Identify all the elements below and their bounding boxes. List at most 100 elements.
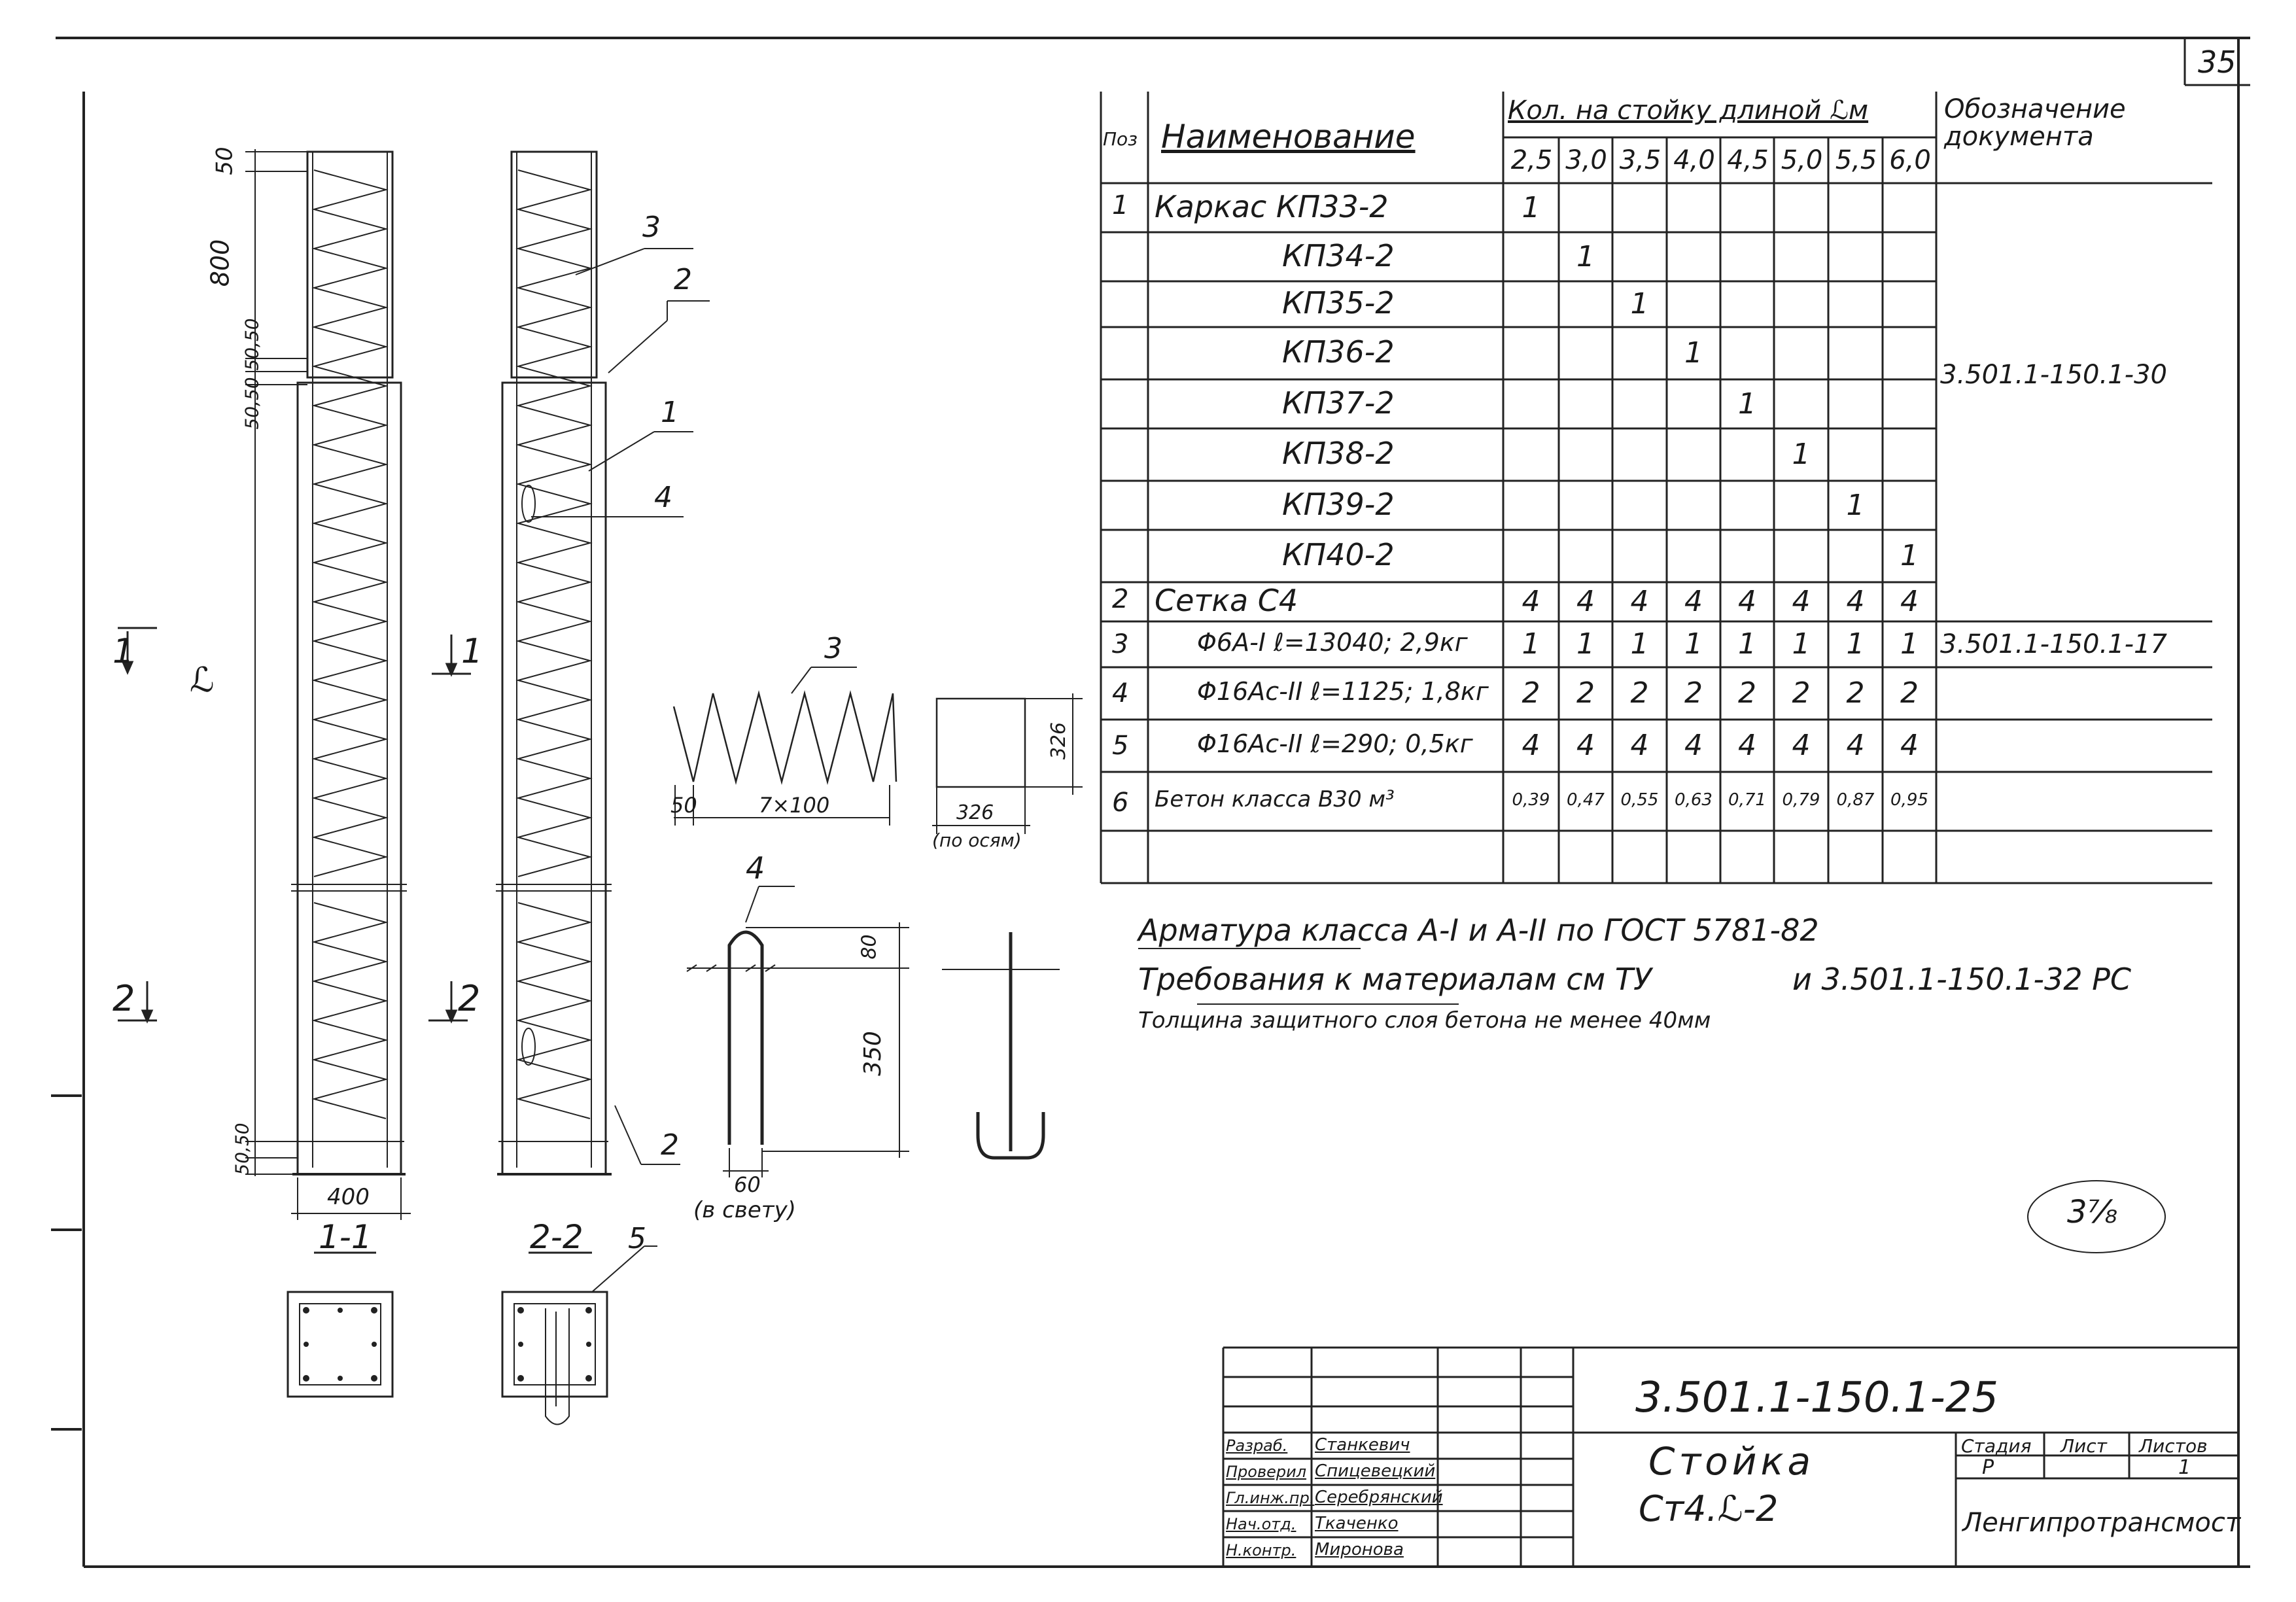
row-name: КП34-2 (1282, 237, 1395, 273)
row-pos: 3 (1112, 629, 1129, 659)
qty-cell: 0,87 (1836, 790, 1875, 810)
section-dots (303, 1307, 592, 1382)
hook-dim-note: (в свету) (693, 1197, 796, 1223)
row-name: КП40-2 (1282, 537, 1395, 572)
section-title-1-1: 1-1 (319, 1218, 372, 1256)
stage-label: Стадия (1961, 1435, 2032, 1457)
dim-400: 400 (327, 1184, 370, 1210)
hook-dim-350: 350 (859, 1031, 886, 1076)
qty-cell: 4 (1684, 585, 1703, 618)
stamp-text: 3⅞ (2067, 1194, 2118, 1230)
qty-cell: 0,39 (1512, 790, 1550, 810)
tb-role: Проверил (1226, 1463, 1307, 1481)
row-name: Бетон класса В30 м³ (1155, 786, 1395, 812)
qty-cell: 1 (1792, 627, 1811, 661)
length-header-cell: 5,0 (1781, 145, 1823, 175)
header-qty: Кол. на стойку длиной ℒм (1508, 96, 1869, 126)
qty-cell: 4 (1738, 585, 1756, 618)
tb-name: Миронова (1315, 1540, 1404, 1559)
tb-name: Ткаченко (1315, 1514, 1399, 1533)
sheets-value: 1 (2178, 1456, 2191, 1479)
qty-cell: 2 (1738, 676, 1756, 710)
qty-cell: 2 (1846, 676, 1865, 710)
qty-cell: 1 (1738, 387, 1756, 421)
note-line-2b: и 3.501.1-150.1-32 РС (1792, 962, 2131, 997)
row-pos: 2 (1112, 584, 1129, 614)
qty-cell: 4 (1792, 729, 1811, 762)
dim-50-top: 50 (211, 147, 238, 175)
qty-cell: 0,47 (1567, 790, 1605, 810)
tb-name: Станкевич (1315, 1435, 1410, 1455)
qty-cell: 2 (1630, 676, 1649, 710)
mesh-dim-note: (по осям) (932, 829, 1022, 851)
dim-length: ℒ (190, 661, 215, 700)
mesh-dim-326-vertical: 326 (1047, 722, 1071, 760)
column-elevation-2 (496, 150, 710, 1175)
length-header-cell: 3,0 (1565, 145, 1607, 175)
callout-5: 5 (628, 1222, 646, 1255)
row-name: Φ6А-I ℓ=13040; 2,9кг (1197, 628, 1468, 657)
row-name: КП37-2 (1282, 385, 1395, 421)
anchor-detail (942, 932, 1060, 1160)
section-mark-1-right: 1 (461, 632, 483, 671)
mesh-detail (932, 693, 1083, 834)
callout-2-bottom: 2 (661, 1128, 679, 1162)
qty-cell: 2 (1576, 676, 1595, 710)
row-name: КП38-2 (1282, 436, 1395, 471)
qty-cell: 2 (1522, 676, 1540, 710)
length-header-cell: 6,0 (1889, 145, 1931, 175)
section-arrows (118, 627, 471, 1024)
qty-cell: 1 (1522, 627, 1540, 661)
hook-dim-60: 60 (734, 1172, 761, 1197)
qty-cell: 1 (1576, 239, 1595, 273)
qty-cell: 4 (1522, 585, 1540, 618)
length-header-cell: 2,5 (1510, 145, 1553, 175)
organization: Ленгипротрансмост (1962, 1508, 2241, 1538)
qty-cell: 0,79 (1782, 790, 1820, 810)
tb-role: Н.контр. (1226, 1541, 1296, 1559)
qty-cell: 4 (1522, 729, 1540, 762)
tb-name: Серебрянский (1315, 1488, 1443, 1507)
row-pos: 5 (1112, 731, 1129, 761)
row-name: КП36-2 (1282, 334, 1395, 370)
hook-dim-80: 80 (858, 934, 881, 960)
row-pos: 1 (1112, 190, 1129, 220)
qty-cell: 4 (1846, 729, 1865, 762)
qty-cell: 1 (1900, 539, 1919, 572)
qty-cell: 0,55 (1620, 790, 1659, 810)
spiral-dim-50: 50 (670, 793, 697, 818)
qty-cell: 4 (1630, 729, 1649, 762)
qty-cell: 0,95 (1890, 790, 1928, 810)
qty-cell: 1 (1846, 627, 1865, 661)
designation-frame: 3.501.1-150.1-30 (1940, 360, 2167, 390)
length-header-cell: 3,5 (1619, 145, 1661, 175)
section-title-2-2: 2-2 (530, 1218, 583, 1256)
drawing-code: 3.501.1-150.1-25 (1635, 1374, 1999, 1422)
spiral-callout-3: 3 (824, 632, 843, 665)
length-header-cell: 4,0 (1673, 145, 1715, 175)
qty-cell: 4 (1900, 729, 1919, 762)
row-pos: 6 (1112, 788, 1129, 818)
qty-cell: 1 (1846, 488, 1865, 522)
qty-cell: 1 (1630, 287, 1649, 321)
header-pos: Поз (1103, 128, 1138, 150)
qty-cell: 4 (1792, 585, 1811, 618)
qty-cell: 4 (1576, 585, 1595, 618)
row-pos: 4 (1112, 678, 1129, 708)
spiral-dim-pitch: 7×100 (759, 793, 830, 818)
spec-table-grid (1100, 92, 2212, 884)
sheets-label: Листов (2139, 1435, 2208, 1457)
title-block-grid (1222, 1346, 2238, 1567)
sheet-label: Лист (2061, 1435, 2107, 1457)
row-name: КП39-2 (1282, 486, 1395, 522)
note-line-3: Толщина защитного слоя бетона не менее 4… (1138, 1007, 1711, 1034)
row-name: Φ16Ас-II ℓ=290; 0,5кг (1197, 729, 1473, 758)
tb-role: Гл.инж.пр. (1226, 1489, 1315, 1507)
qty-cell: 4 (1684, 729, 1703, 762)
length-header-cell: 5,5 (1835, 145, 1877, 175)
qty-cell: 1 (1900, 627, 1919, 661)
section-mark-1-left: 1 (113, 632, 135, 671)
qty-cell: 1 (1738, 627, 1756, 661)
title-line-2: Ст4.ℒ-2 (1639, 1488, 1779, 1529)
